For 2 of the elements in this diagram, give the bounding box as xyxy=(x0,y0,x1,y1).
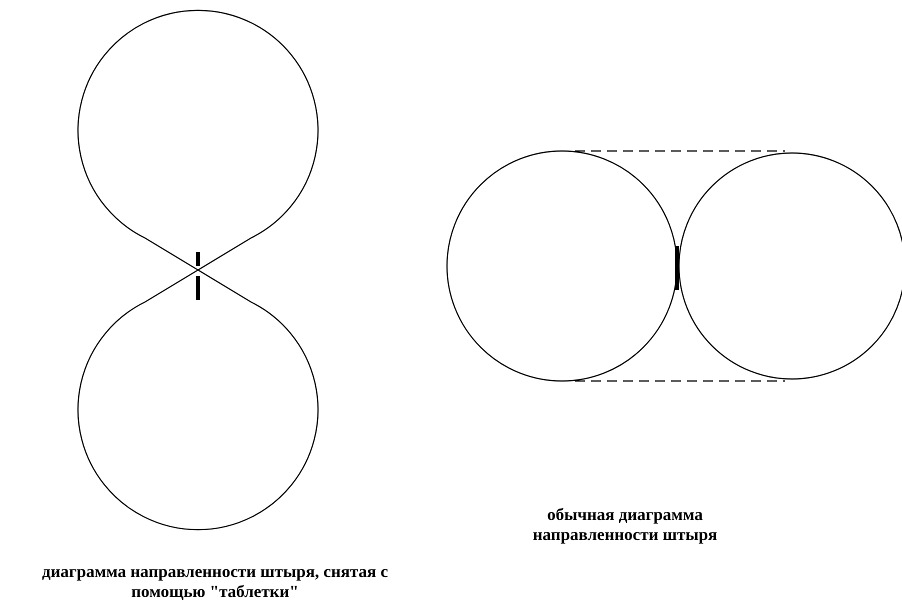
pattern-caption: обычная диаграмма направленности штыря xyxy=(532,505,718,545)
pattern-caption: диаграмма направленности штыря, снятая с помощью "таблетки" xyxy=(41,562,389,602)
